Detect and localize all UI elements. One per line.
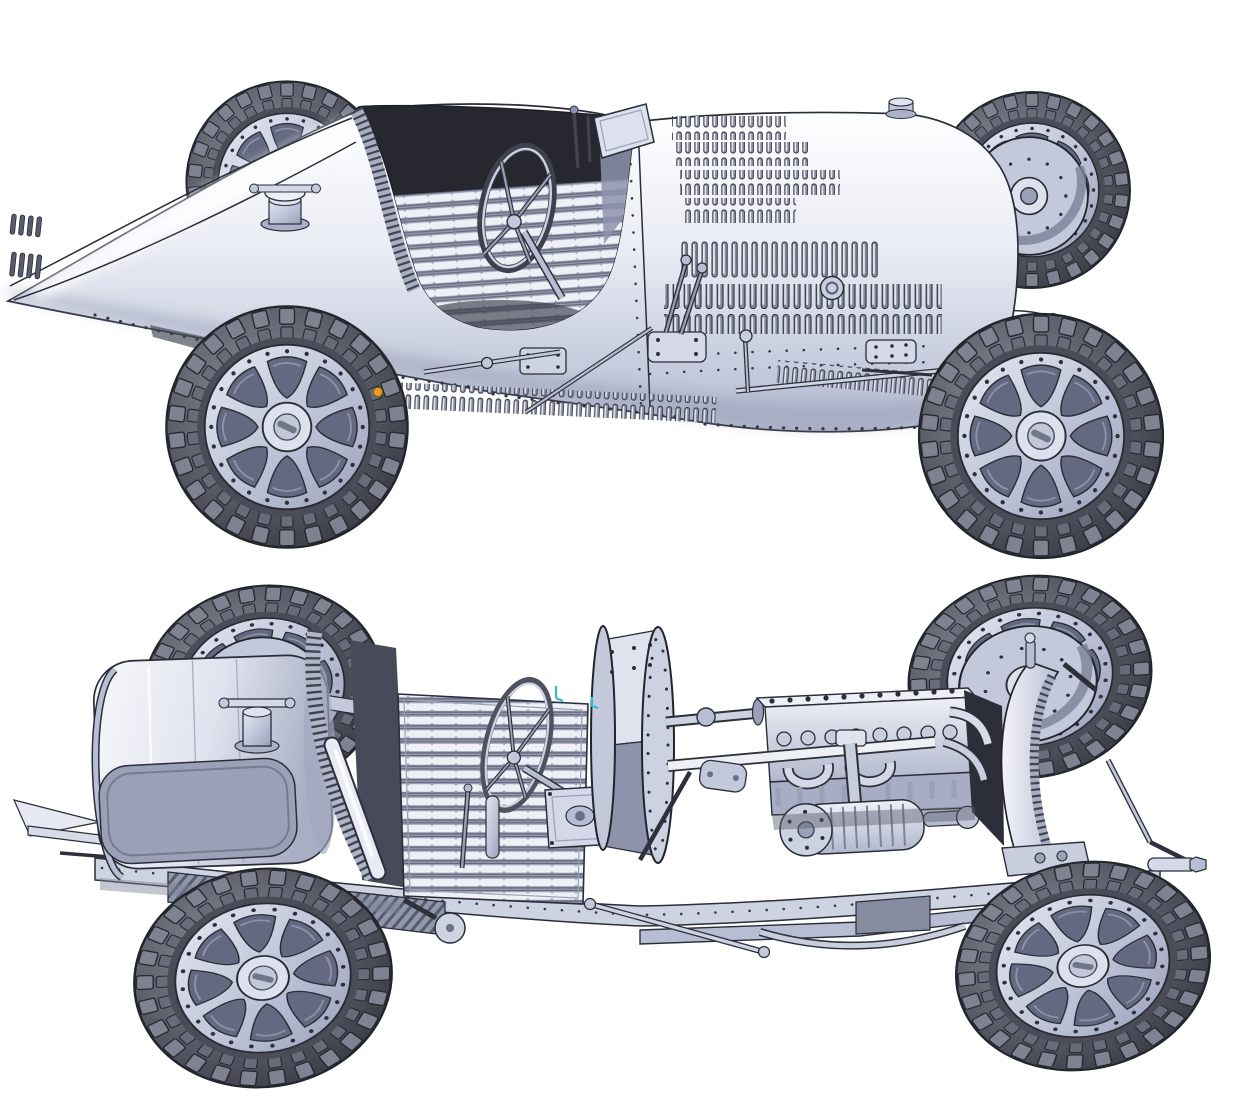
- cowl-vertical-seam: [637, 123, 651, 407]
- floor-pan-panel: [98, 757, 298, 865]
- body-lower-shading: [8, 288, 945, 429]
- front-sway-arm-highlight: [759, 923, 966, 949]
- front-cross-plate: [855, 895, 931, 935]
- exhaust-tailpipe: [323, 736, 387, 881]
- view-chassis: Rolling chassis without bodywork: rear f…: [12, 557, 1230, 1104]
- supercharger: [779, 799, 980, 857]
- engine-brace-rod: [638, 770, 692, 862]
- steering-column-top-highlight: [521, 230, 565, 300]
- cowl-seam-rivets: [627, 128, 643, 406]
- tank-filler-neck: [218, 697, 296, 754]
- brake-linkage-rod: [524, 326, 654, 414]
- hood-louver-rows: [664, 116, 942, 334]
- brake-and-shift-levers: [647, 254, 708, 363]
- seat-cushion-shadow: [408, 300, 592, 330]
- engine-studs: [775, 780, 957, 806]
- tail-vent-slots-upper: [9, 213, 43, 238]
- tail-vent-slots-lower: [9, 251, 43, 280]
- front-rivet-seam: [703, 422, 942, 431]
- scuttle-hoop-ribs: [305, 628, 379, 882]
- cam-cover-rivets: [769, 688, 955, 704]
- tail-ridge-seam: [9, 117, 353, 287]
- chassis-shadow-engine: [772, 806, 975, 830]
- hood-emblem: [819, 275, 845, 301]
- fuel-filler-cap-tail: [249, 183, 321, 232]
- dash-lever: [569, 105, 580, 169]
- starting-crank-tube: [1147, 856, 1207, 873]
- wheel-rear-near: [166, 306, 407, 547]
- steering-wheel-top: [477, 142, 557, 274]
- engine-inline8: [638, 687, 980, 862]
- driveshaft: [665, 698, 765, 728]
- firewall-discs: [590, 625, 675, 864]
- steering-drag-link: [423, 349, 561, 375]
- windscreen: [586, 103, 655, 163]
- radiator-hoses: [942, 706, 994, 782]
- belly-louver-band-rear: [343, 380, 717, 423]
- tire-valve-marker: [373, 387, 383, 397]
- chassis-wheel-front-near: [937, 839, 1230, 1094]
- radiator-cap: [885, 97, 917, 119]
- frame-horn-plate: [861, 339, 933, 377]
- intake-manifold: [782, 729, 896, 803]
- front-radius-rod: [735, 329, 959, 394]
- steering-wheel-chassis: [480, 677, 554, 813]
- tail-side-seam: [13, 141, 357, 301]
- pedal-cluster: [459, 783, 500, 869]
- steering-drag-link-chassis: [583, 897, 771, 959]
- front-strut-rods: [1062, 662, 1188, 863]
- wheel-front-near: [919, 314, 1163, 558]
- view-bodywork: Complete car with bodywork: pointed boat…: [5, 81, 1163, 558]
- cowl-coil-ribs: [350, 107, 420, 293]
- cad-annotation-marks: [554, 686, 599, 710]
- rear-friction-damper: [402, 897, 466, 944]
- tail-top-highlight: [30, 118, 355, 300]
- accessory-pump: [698, 759, 748, 793]
- hood-rivet-row-2: [648, 360, 937, 376]
